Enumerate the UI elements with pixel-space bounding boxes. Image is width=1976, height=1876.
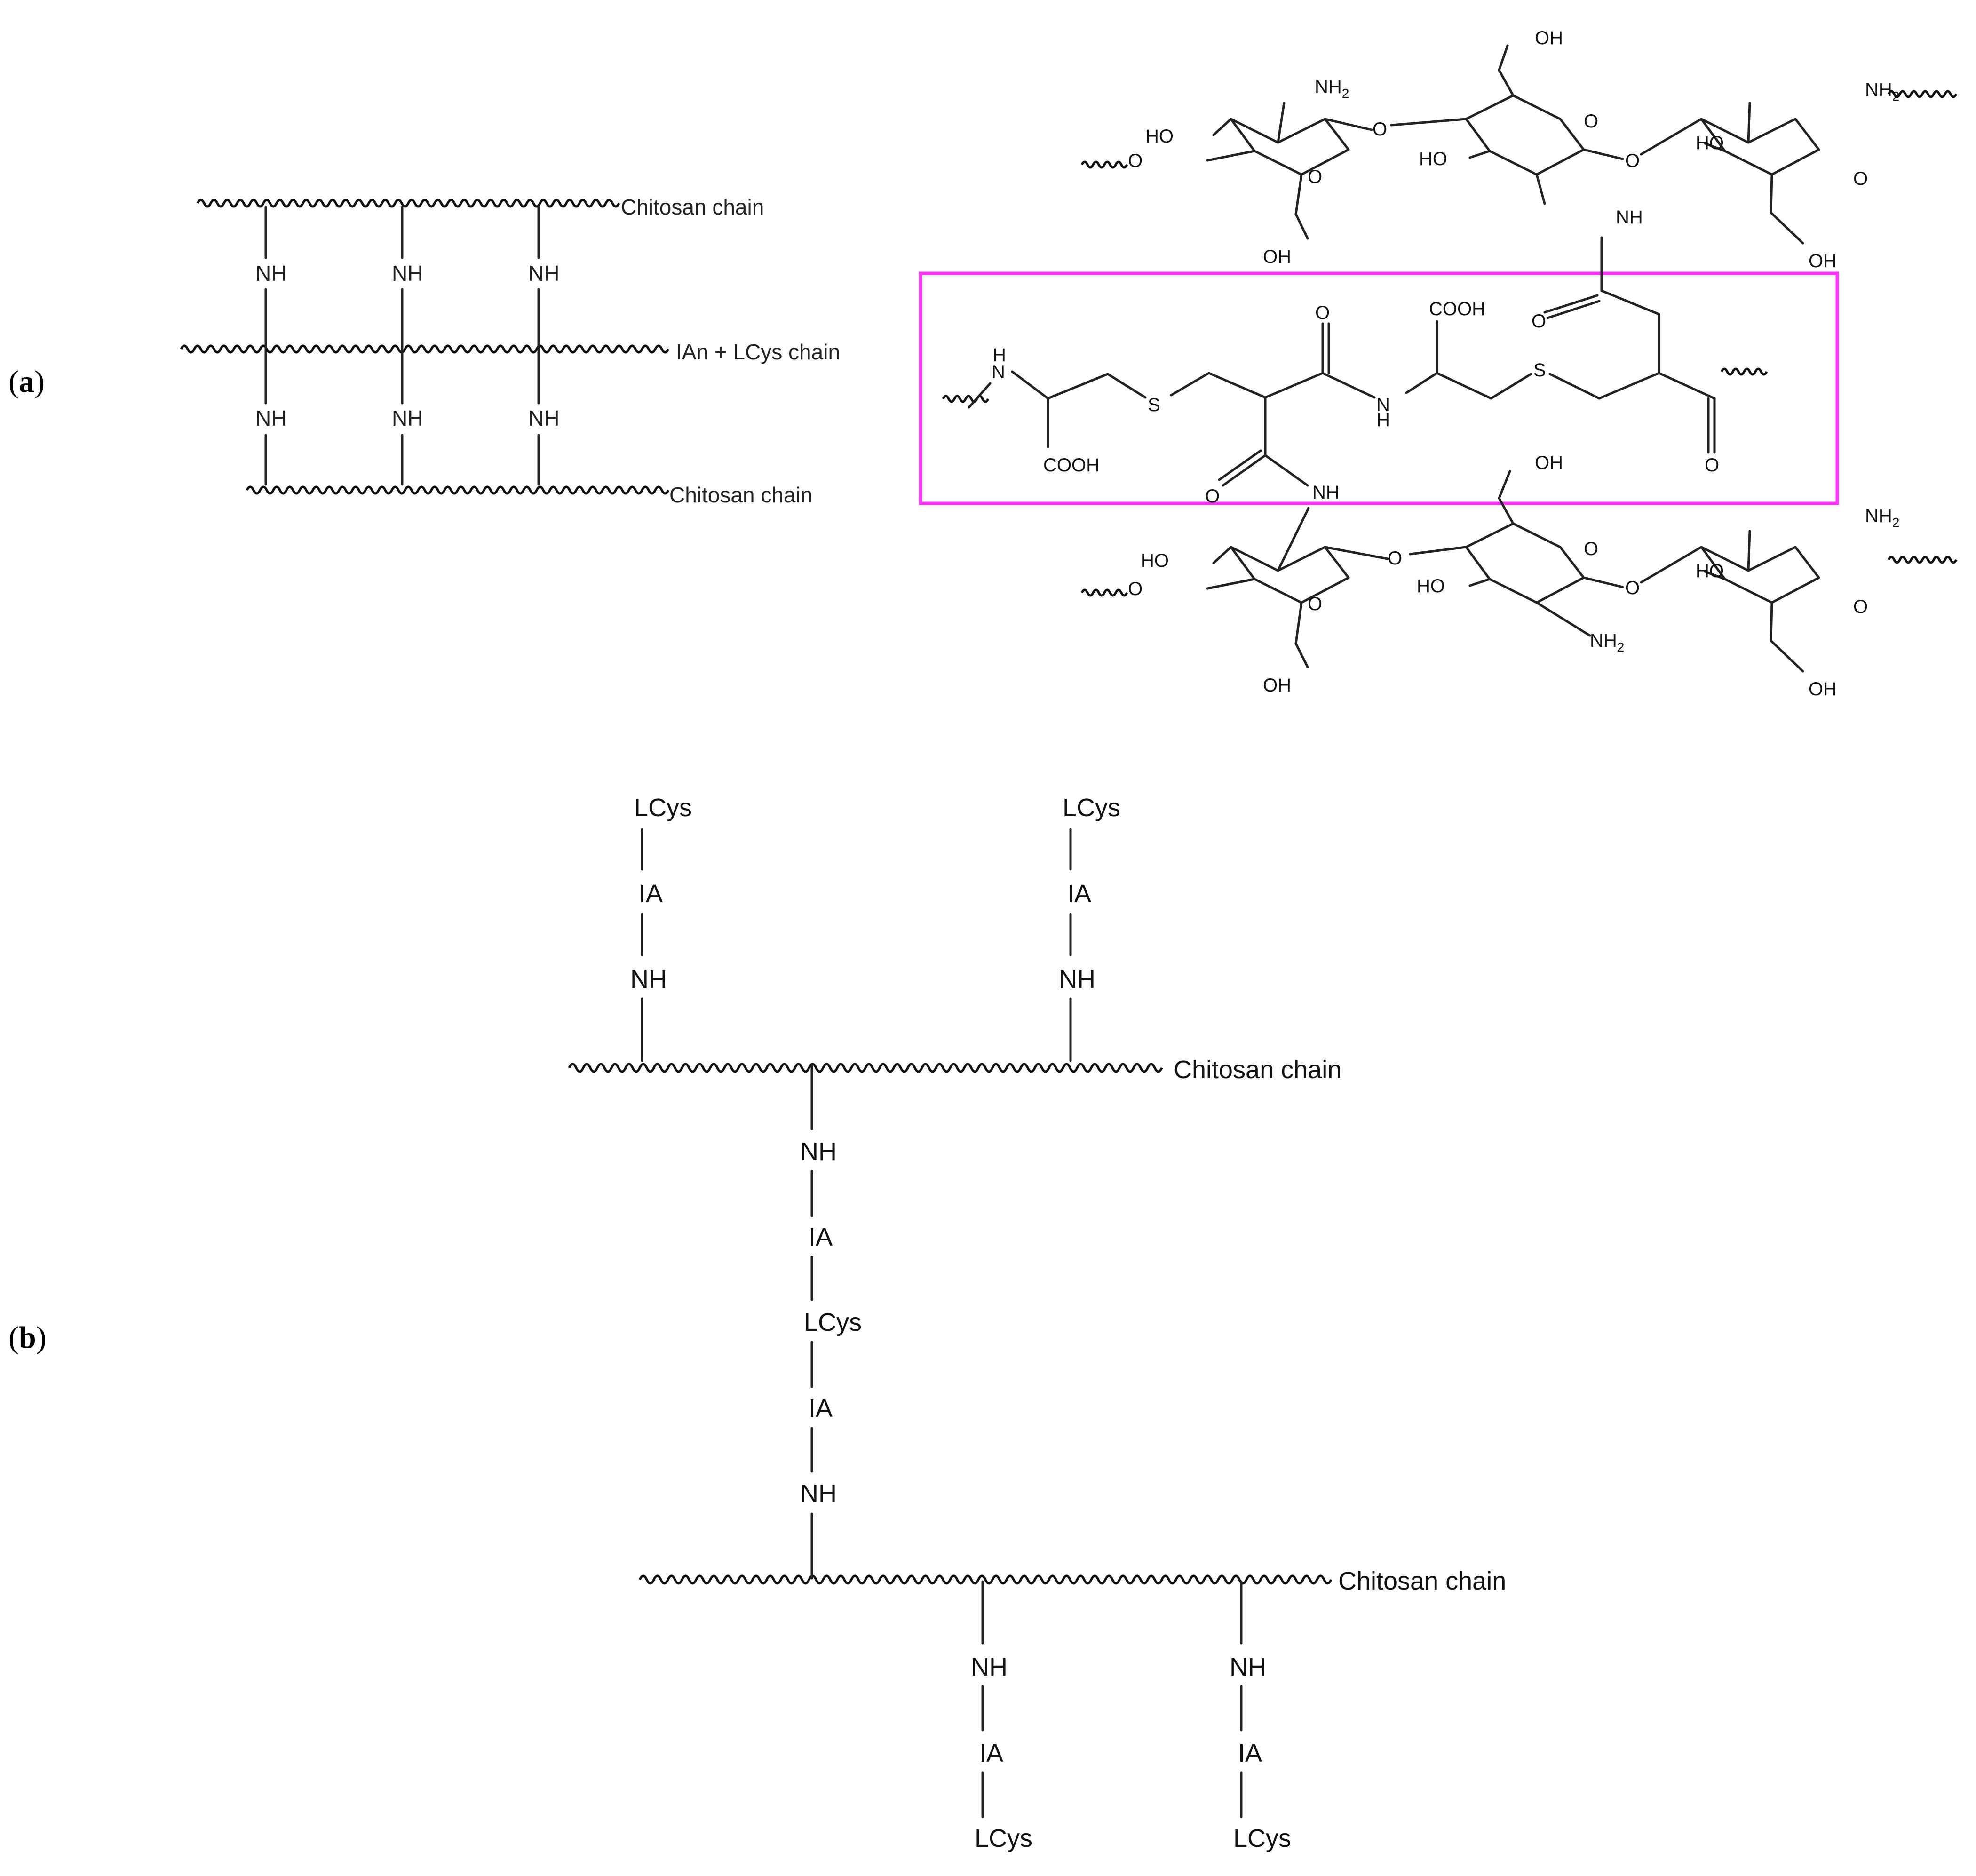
atom-label: O [1128,579,1143,599]
atom-label: OH [1263,675,1291,696]
atom-label: O [1373,119,1387,140]
atom-label: O [1205,486,1220,507]
scheme-b-chains [568,1063,1333,1585]
atom-label: HO [1696,561,1724,581]
atom-label: O [1584,539,1598,559]
atom-label: OH [1263,246,1291,267]
top-chitosan-backbone [1206,44,1820,245]
atom-label: O [1315,302,1330,323]
atom-label: S [1148,395,1160,415]
atom-label: NH [1312,482,1340,503]
chain-end-wave [1887,90,1958,98]
chitosan-chain-line [638,1574,1333,1585]
scheme-a-nh-label: NH [255,406,286,430]
atom-label: H [1376,410,1390,430]
chain-end-wave [1080,160,1128,169]
atom-label: N [992,362,1005,382]
atom-label: NH2 [1590,630,1624,654]
atom-label: O [1584,111,1598,132]
atom-label: COOH [1429,299,1485,319]
atom-label: O [1853,596,1868,617]
nh-label: NH [800,1137,837,1166]
atom-label: O [1625,151,1640,171]
ia-label: IA [809,1223,833,1251]
ia-label: IA [979,1739,1003,1767]
atom-label: S [1533,360,1546,381]
ian-lcys-chain-line [180,344,670,354]
chitosan-chain-label: Chitosan chain [1174,1056,1341,1084]
chitosan-chain-line [246,485,670,495]
scheme-a-nh-label: NH [255,261,286,286]
scheme-a-top-chain-label: Chitosan chain [621,195,764,219]
atom-label: OH [1809,251,1837,271]
crosslink-highlight-box [919,271,1839,505]
ia-label: IA [1238,1739,1262,1767]
chain-end-wave [1720,367,1768,376]
atom-label: HO [1141,550,1169,571]
bottom-chitosan-backbone [1206,470,1820,673]
atom-label: NH2 [1315,77,1349,101]
atom-label: O [1308,167,1322,187]
atom-label: COOH [1043,455,1100,476]
chitosan-chain-line [568,1063,1163,1073]
atom-label: HO [1417,576,1445,596]
chitosan-chain-label: Chitosan chain [1338,1567,1506,1595]
lcys-label: LCys [804,1308,862,1336]
atom-label: O [1128,151,1143,171]
scheme-a-chains [180,199,670,495]
nh-label: NH [971,1653,1008,1681]
atom-label: NH2 [1865,79,1899,103]
nh-label: NH [630,965,667,994]
atom-label: O [1705,455,1719,476]
atom-label: OH [1809,679,1837,700]
scheme-a-linker-lines [264,206,540,486]
chitosan-chain-line [196,199,620,208]
atom-label: OH [1535,28,1563,48]
chain-end-wave [1887,556,1958,564]
chain-end-wave [1080,588,1128,597]
atom-label: O [1625,578,1640,598]
crosslink-chain [968,236,1716,487]
panel-label-b: (b) [8,1320,47,1355]
lcys-label: LCys [1063,794,1120,822]
atom-label: N [1376,395,1390,415]
chain-end-wave [942,395,990,403]
atom-label: OH [1535,453,1563,473]
scheme-a-bottom-chain-label: Chitosan chain [669,483,812,507]
structure-a: NH2 HO O O OH O OH HO O NH O NH2 HO O OH [919,28,1958,700]
scheme-a: NH NH NH NH NH NH Chitosan chain IAn + L… [180,195,840,507]
scheme-a-nh-label: NH [392,261,423,286]
atom-label: NH2 [1865,506,1899,530]
atom-label: HO [1696,133,1724,153]
atom-label: HO [1145,126,1174,147]
atom-label: O [1308,594,1322,614]
ia-label: IA [809,1394,833,1423]
scheme-a-middle-chain-label: IAn + LCys chain [676,340,840,364]
scheme-a-nh-label: NH [528,261,559,286]
lcys-label: LCys [1233,1824,1291,1852]
ia-label: IA [1067,880,1091,908]
atom-label: O [1388,548,1402,569]
nh-label: NH [1059,965,1095,994]
atom-label: NH [1616,207,1643,228]
ia-label: IA [639,880,663,908]
scheme-a-nh-label: NH [392,406,423,430]
atom-label: O [1853,168,1868,189]
lcys-label: LCys [975,1824,1032,1852]
nh-label: NH [800,1479,837,1508]
scheme-a-nh-label: NH [528,406,559,430]
structure-chain-ends [942,90,1958,597]
atom-label: O [1532,311,1546,332]
nh-label: NH [1230,1653,1266,1681]
panel-label-a: (a) [8,365,45,399]
scheme-b-linker-lines [641,828,1243,1818]
lcys-label: LCys [634,794,692,822]
atom-label: H [992,345,1006,366]
scheme-b: LCys IA NH LCys IA NH Chitosan chain NH … [568,794,1506,1852]
atom-label: HO [1419,149,1447,169]
